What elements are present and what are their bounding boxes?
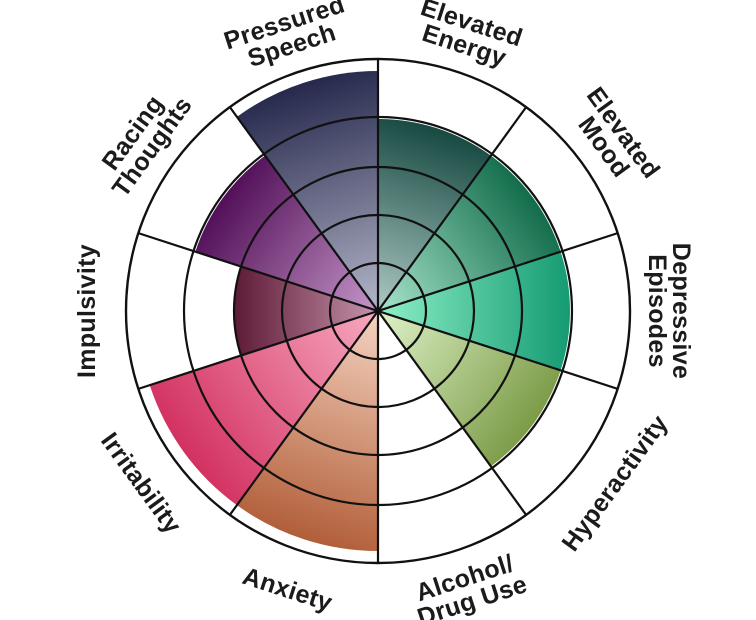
- spoke-6: [228, 310, 379, 516]
- label-irritability: Irritability: [95, 427, 187, 539]
- label-line: Impulsivity: [73, 244, 101, 378]
- wedge-hyperactivity: [378, 311, 561, 467]
- wedge-anxiety: [236, 311, 378, 551]
- label-line: Anxiety: [239, 562, 336, 617]
- spoke-2: [377, 232, 619, 313]
- wedge-elevated-mood: [378, 155, 561, 311]
- grid-layer: [124, 57, 632, 565]
- spoke-1: [377, 106, 528, 312]
- label-hyperactivity: Hyperactivity: [556, 410, 673, 557]
- label-elevated-mood: ElevatedMood: [561, 82, 665, 198]
- label-racing-thoughts: RacingThoughts: [87, 78, 197, 203]
- spoke-4: [377, 310, 528, 516]
- label-impulsivity: Impulsivity: [73, 244, 101, 378]
- label-pressured-speech: PressuredSpeech: [221, 0, 356, 78]
- wedge-impulsivity: [234, 266, 378, 356]
- label-line: Irritability: [95, 427, 187, 539]
- label-anxiety: Anxiety: [239, 562, 336, 617]
- label-line: Hyperactivity: [556, 410, 673, 557]
- spoke-8: [137, 232, 379, 313]
- spoke-3: [377, 309, 619, 390]
- wedge-pressured-speech: [236, 71, 378, 311]
- spoke-7: [137, 309, 379, 390]
- wedge-racing-thoughts: [195, 155, 378, 311]
- spoke-9: [228, 106, 379, 312]
- wedge-irritability: [149, 311, 378, 506]
- label-line: Episodes: [643, 254, 671, 368]
- wedge-elevated-energy: [378, 119, 491, 311]
- label-line: Depressive: [667, 243, 695, 379]
- label-depressive-episodes: DepressiveEpisodes: [643, 243, 695, 379]
- wedges-layer: [149, 71, 570, 551]
